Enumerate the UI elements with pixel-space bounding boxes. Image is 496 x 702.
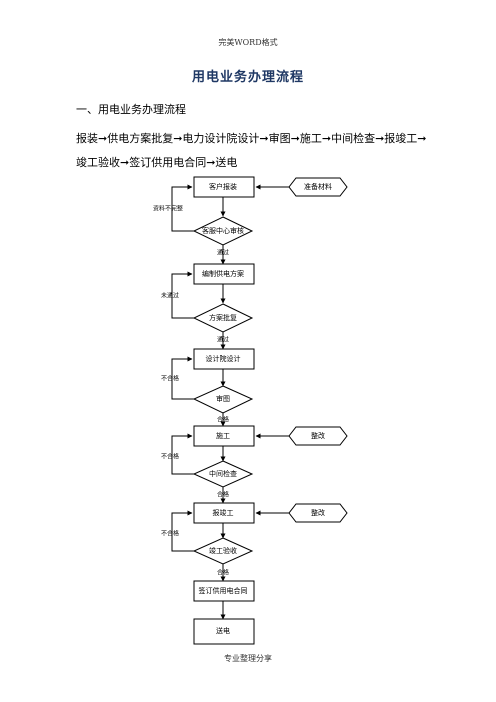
edge-label-qualified-3: 合格	[217, 569, 229, 577]
node-completion-acceptance-diamond	[192, 537, 254, 565]
loop-mid-to-construction	[171, 433, 194, 475]
label-power-on: 送电	[216, 626, 230, 635]
node-mid-inspection-diamond	[192, 460, 254, 488]
node-sign-contract-box	[193, 580, 255, 602]
edge-label-unqualified-2: 不合格	[161, 453, 179, 461]
label-construction: 施工	[216, 431, 230, 440]
node-plan-approval-diamond	[192, 303, 254, 333]
edge-label-materials-incomplete: 资料不完整	[153, 205, 183, 213]
label-mid-inspection: 中间检查	[209, 469, 237, 478]
label-completion-acceptance: 竣工验收	[209, 546, 237, 555]
label-compile-plan: 编制供电方案	[202, 269, 244, 278]
edge-label-qualified-1: 合格	[217, 416, 229, 424]
label-plan-approval: 方案批复	[209, 313, 237, 322]
label-drawing-review: 审图	[216, 394, 230, 403]
edge-label-pass-2: 通过	[217, 336, 229, 344]
node-construction-box	[193, 425, 255, 447]
document-title: 用电业务办理流程	[191, 70, 304, 85]
label-design-institute: 设计院设计	[206, 354, 241, 363]
node-rectify-1-hex	[288, 426, 348, 446]
label-prepare-materials: 准备材料	[304, 182, 332, 191]
loop-approval-to-plan	[171, 271, 194, 319]
node-compile-plan-box	[193, 263, 255, 285]
label-rectify-1: 整改	[311, 431, 325, 440]
node-rectify-2-hex	[288, 503, 348, 523]
edge-label-qualified-2: 合格	[217, 491, 229, 499]
loop-drawing-to-design	[171, 356, 194, 400]
edge-label-unqualified-3: 不合格	[161, 530, 179, 538]
label-sign-contract: 签订供用电合同	[199, 586, 248, 595]
node-service-review-diamond	[192, 216, 254, 246]
section-heading: 一、用电业务办理流程	[76, 103, 186, 116]
loop-review-to-apply	[171, 184, 194, 232]
node-report-completion-box	[193, 502, 255, 524]
footer-note: 专业整理分享	[224, 654, 272, 663]
node-prepare-materials-hex	[288, 177, 348, 197]
label-rectify-2: 整改	[311, 508, 325, 517]
label-customer-apply: 客户报装	[209, 182, 237, 191]
header-note: 完美WORD格式	[218, 38, 278, 47]
edge-label-not-pass: 未通过	[161, 292, 179, 300]
node-design-institute-box	[193, 348, 255, 370]
node-customer-apply-box	[193, 176, 255, 198]
flow-summary: 报装➞供电方案批复➞电力设计院设计➞审图➞施工➞中间检查➞报竣工➞竣工验收➞签订…	[76, 132, 427, 169]
edge-label-unqualified-1: 不合格	[161, 375, 179, 383]
edge-label-pass-1: 通过	[217, 249, 229, 257]
loop-acceptance-to-report	[171, 510, 194, 552]
node-power-on-box	[193, 618, 255, 645]
label-service-review: 客服中心审核	[202, 226, 244, 235]
label-report-completion: 报竣工	[213, 508, 234, 517]
node-drawing-review-diamond	[192, 385, 254, 414]
